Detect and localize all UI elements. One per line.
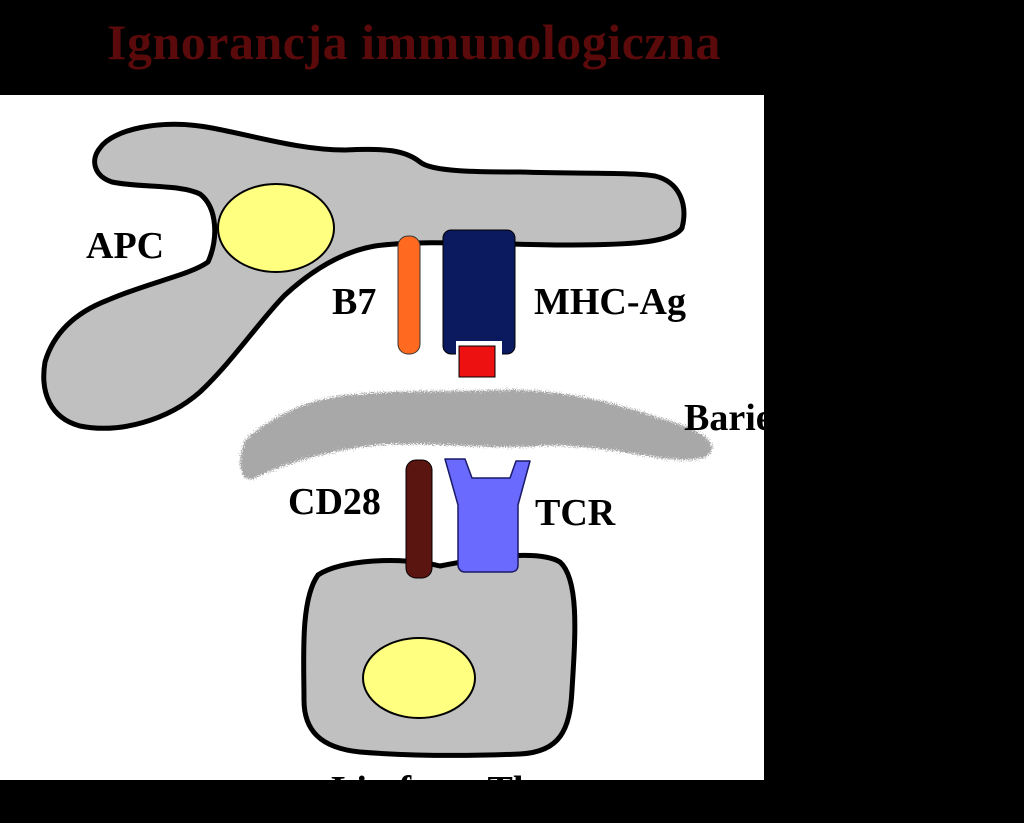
barrier-label: Bariera tkankowa <box>684 397 979 439</box>
apc-cell <box>41 121 687 431</box>
lymphocyte-nucleus <box>362 637 476 719</box>
tcr-label: TCR <box>535 492 616 534</box>
b7-molecule <box>397 235 421 355</box>
cd28-label: CD28 <box>288 481 381 523</box>
tcr-molecule <box>444 458 531 573</box>
b7-label: B7 <box>332 281 377 323</box>
tissue-barrier <box>240 389 712 480</box>
mhc-molecule <box>442 229 516 355</box>
cd28-molecule <box>405 459 433 579</box>
page-title: Ignorancja immunologiczna <box>107 14 721 70</box>
apc-nucleus <box>217 183 335 273</box>
antigen-peptide <box>458 345 496 378</box>
lymphocyte-label: Limfocyt Th <box>331 769 535 811</box>
apc-label: APC <box>86 225 165 267</box>
mhc-label: MHC-Ag <box>534 281 686 323</box>
